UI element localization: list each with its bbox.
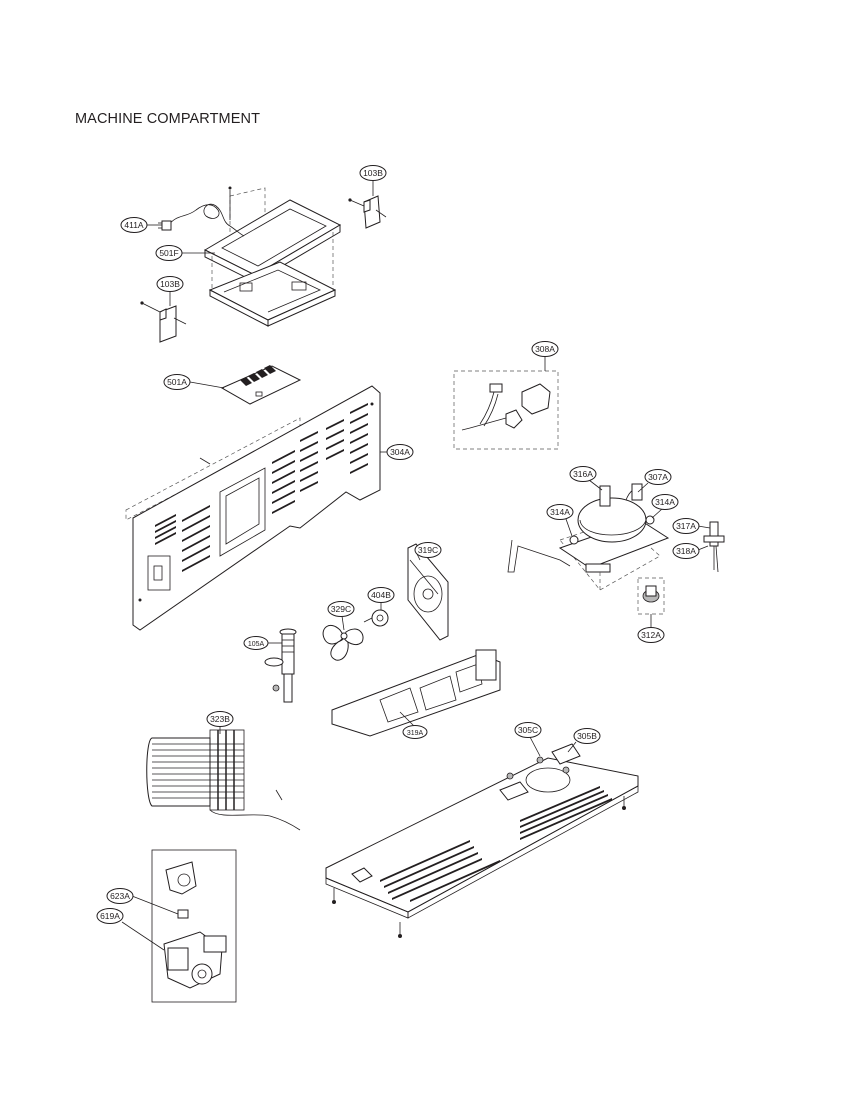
callout-105A <box>243 636 269 650</box>
grommet-part <box>637 577 665 628</box>
callout-label: 329C <box>331 604 351 614</box>
callout-label: 103B <box>363 168 383 178</box>
callout-label: 314A <box>550 507 570 517</box>
page-title: MACHINE COMPARTMENT <box>75 111 261 127</box>
callout-317A <box>672 518 700 534</box>
back-panel-part <box>125 385 381 631</box>
control-box-cover-part <box>203 186 342 327</box>
callout-label: 305B <box>577 731 597 741</box>
water-valve-part <box>151 849 237 1003</box>
callout-label: 619A <box>100 911 120 921</box>
callout-411A <box>120 217 148 233</box>
callout-label: 308A <box>535 344 555 354</box>
callout-label: 318A <box>676 546 696 556</box>
callout-label: 323B <box>210 714 230 724</box>
callout-312A <box>637 627 665 643</box>
callout-103B-left <box>156 276 184 292</box>
bracket-left-part <box>140 301 187 343</box>
callout-label: 314A <box>655 497 675 507</box>
power-cord-part <box>158 203 245 237</box>
callout-label: 312A <box>641 630 661 640</box>
callout-label: 501F <box>159 248 178 258</box>
callout-316A <box>569 466 597 482</box>
coil-lines <box>152 743 244 799</box>
callout-label: 307A <box>648 472 668 482</box>
callout-304A <box>386 444 414 460</box>
callout-404B <box>367 587 395 603</box>
callout-308A <box>531 341 559 357</box>
callout-329C <box>327 601 355 617</box>
callout-305B <box>573 728 601 744</box>
callout-label: 305C <box>518 725 538 735</box>
callout-label: 319A <box>407 730 424 737</box>
callout-319C <box>414 542 442 558</box>
condenser-coil-part <box>146 729 301 831</box>
overload-relay-part <box>703 521 725 573</box>
callout-label: 404B <box>371 590 391 600</box>
fan-blade-part <box>322 625 364 661</box>
callout-103B-top <box>359 165 387 181</box>
callout-label: 317A <box>676 521 696 531</box>
callout-314A-right <box>651 494 679 510</box>
drain-hose-part <box>264 628 297 703</box>
callout-501F <box>155 245 183 261</box>
callout-label: 623A <box>110 891 130 901</box>
base-plate-part <box>325 743 639 938</box>
bracket-top-part <box>348 195 387 229</box>
callout-label: 319C <box>418 545 438 555</box>
callout-619A <box>96 908 124 924</box>
fan-shroud-part <box>407 543 449 641</box>
callout-label: 105A <box>248 641 265 648</box>
fan-motor-part <box>363 609 389 627</box>
callout-307A <box>644 469 672 485</box>
callout-305C <box>514 722 542 738</box>
callout-314A-left <box>546 504 574 520</box>
compressor-part <box>507 483 670 591</box>
callout-label: 501A <box>167 377 187 387</box>
callout-label: 411A <box>124 220 144 230</box>
callout-label: 316A <box>573 469 593 479</box>
callout-623A <box>106 888 134 904</box>
callout-501A <box>163 374 191 390</box>
callout-323B <box>206 711 234 727</box>
base-vents <box>380 786 612 902</box>
pcb-board-part <box>220 365 302 405</box>
callout-label: 304A <box>390 447 410 457</box>
callout-318A <box>672 543 700 559</box>
wire-harness-part <box>453 370 559 450</box>
drain-pan-part <box>331 649 501 737</box>
callout-319A <box>402 725 428 739</box>
panel-vents <box>155 403 368 572</box>
callout-label: 103B <box>160 279 180 289</box>
callouts: 411A 103B 501F 103B 501A 308A 304A 316A <box>96 165 711 951</box>
